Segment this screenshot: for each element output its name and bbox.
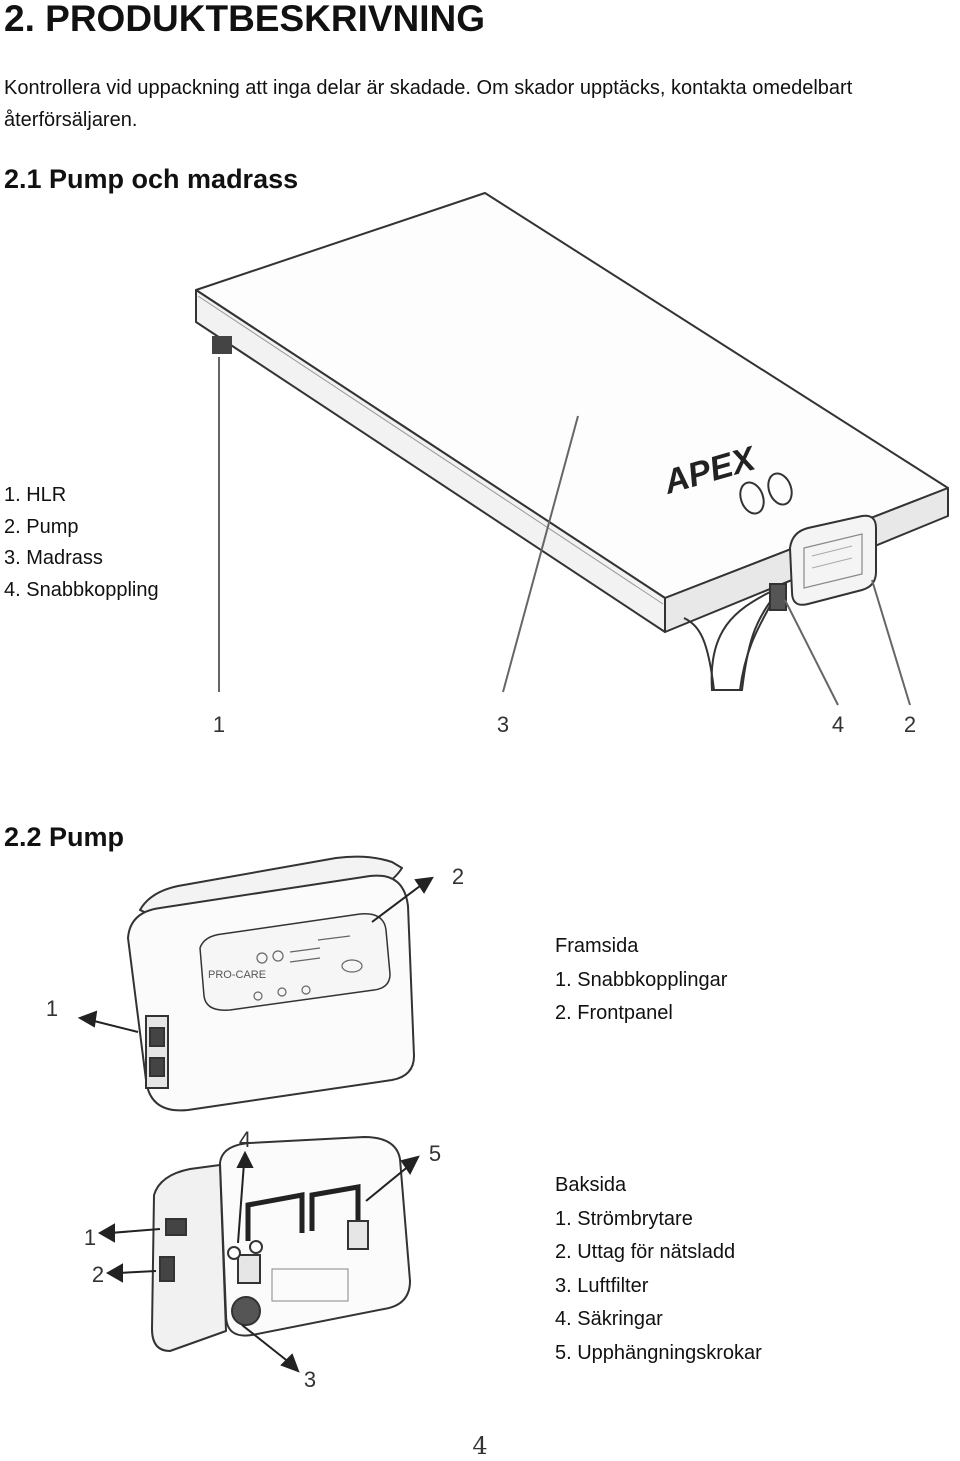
callout-3: 3: [497, 712, 509, 737]
list-item: 1. HLR: [4, 484, 67, 506]
intro-paragraph: Kontrollera vid uppackning att inga dela…: [4, 77, 853, 131]
back-legend-heading: Baksida: [555, 1174, 627, 1196]
fuse-icon: [249, 1240, 263, 1254]
pump-front-illustration: PRO-CARE 1 2: [46, 855, 464, 1112]
callout-2: 2: [92, 1262, 104, 1287]
list-item: 3. Luftfilter: [555, 1274, 649, 1297]
list-item: 1. Strömbrytare: [555, 1207, 693, 1230]
svg-text:PRO-CARE: PRO-CARE: [208, 969, 266, 981]
quick-connector-icon: [683, 583, 787, 691]
fuse-icon: [227, 1246, 241, 1260]
hanging-hooks-icon: [245, 1184, 361, 1241]
mains-socket-icon: [159, 1256, 175, 1282]
list-item: 2. Pump: [4, 515, 79, 538]
front-legend: Framsida 1. Snabbkopplingar 2. Frontpane…: [555, 930, 727, 1031]
list-item: 2. Uttag för nätsladd: [555, 1241, 736, 1263]
page-number: 4: [472, 1432, 488, 1460]
page-heading: 2. PRODUKTBESKRIVNING: [4, 0, 486, 39]
power-switch-icon: [165, 1218, 187, 1236]
list-item: 1. Snabbkopplingar: [555, 968, 728, 991]
list-item: 3. Madrass: [4, 547, 103, 569]
mattress-parts-list: 1. HLR 2. Pump 3. Madrass 4. Snabbkoppli…: [4, 480, 159, 606]
callout-1: 1: [46, 996, 58, 1021]
section-title-pump: 2.2 Pump: [4, 822, 125, 852]
air-filter-icon: [231, 1296, 261, 1326]
list-item: 4. Snabbkoppling: [4, 578, 159, 601]
callout-4: 4: [832, 712, 844, 737]
list-item: 4. Säkringar: [555, 1308, 663, 1330]
front-legend-heading: Framsida: [555, 935, 639, 957]
callout-1: 1: [84, 1225, 96, 1250]
front-panel-icon: PRO-CARE: [208, 935, 363, 1001]
callout-1: 1: [213, 712, 225, 737]
pump-back-illustration: 1 2 3 4 5: [84, 1127, 441, 1392]
pump-icon: [788, 514, 877, 606]
callout-2: 2: [904, 712, 916, 737]
callout-3: 3: [304, 1367, 316, 1392]
callout-2: 2: [452, 864, 464, 889]
back-legend: Baksida 1. Strömbrytare 2. Uttag för nät…: [555, 1169, 762, 1370]
list-item: 5. Upphängningskrokar: [555, 1341, 762, 1364]
mattress-illustration: APEX 1 3 4 2: [195, 192, 949, 737]
feet-icon: [739, 472, 793, 515]
cpr-tab-icon: [212, 336, 232, 354]
callout-5: 5: [429, 1141, 441, 1166]
quick-couplings-icon: [145, 1015, 169, 1089]
callout-4: 4: [239, 1127, 251, 1152]
list-item: 2. Frontpanel: [555, 1002, 673, 1024]
section-title-pump-mattress: 2.1 Pump och madrass: [4, 164, 299, 194]
